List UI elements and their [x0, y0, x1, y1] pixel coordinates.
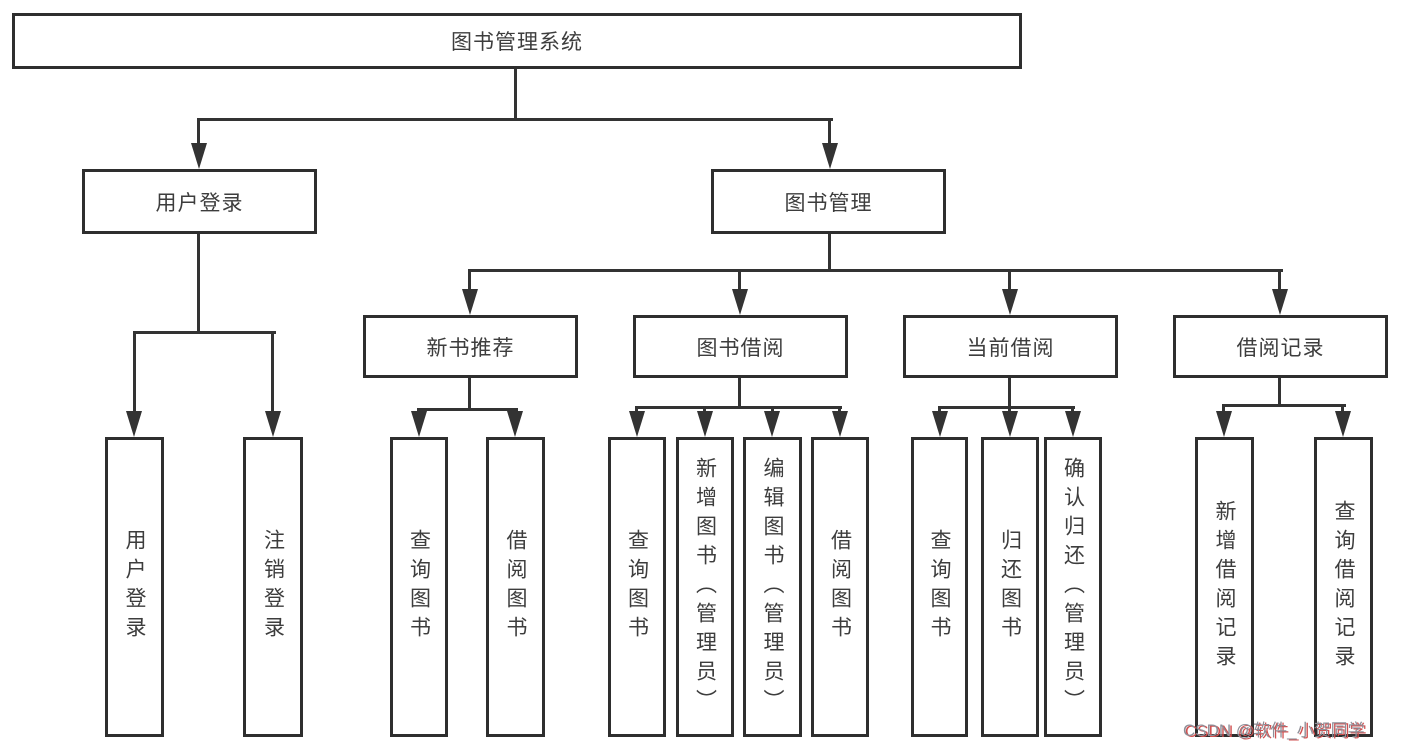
connector-stem-bb-query: [635, 406, 638, 414]
leaf-user-login-label: 用户登录: [123, 529, 146, 645]
connector-borrow-records-drop: [1278, 378, 1281, 407]
leaf-borrow-add-books-admin: 新增图书（管理员）: [676, 437, 734, 737]
node-borrow-records-label: 借阅记录: [1236, 336, 1325, 360]
connector-stem-user-login: [197, 118, 200, 146]
leaf-borrow-edit-books-admin: 编辑图书（管理员）: [743, 437, 802, 737]
leaf-borrow-query-books-label: 查询图书: [625, 529, 649, 645]
leaf-newbook-borrow-books-label: 借阅图书: [504, 529, 527, 645]
connector-stem-cb-query: [938, 406, 941, 414]
leaf-current-query-books-label: 查询图书: [928, 529, 951, 645]
arrow-to-bb-query: [629, 411, 645, 437]
arrow-to-cb-return: [1002, 411, 1018, 437]
arrow-to-leaf-logout: [265, 411, 281, 437]
leaf-records-add-record-label: 新增借阅记录: [1213, 500, 1236, 674]
connector-book-mgmt-drop: [828, 234, 831, 272]
connector-stem-current-borrow: [1008, 269, 1011, 293]
arrow-to-nb-borrow: [507, 411, 523, 437]
connector-current-borrow-drop: [1008, 378, 1011, 408]
connector-new-book-rec-branch: [418, 408, 518, 411]
connector-root-branch: [198, 118, 833, 121]
connector-current-borrow-branch: [939, 406, 1075, 409]
connector-borrow-records-branch: [1223, 404, 1346, 407]
node-book-management: 图书管理: [711, 169, 946, 234]
leaf-newbook-query-books-label: 查询图书: [407, 529, 431, 645]
leaf-current-confirm-return-admin: 确认归还（管理员）: [1044, 437, 1102, 737]
node-book-borrow: 图书借阅: [633, 315, 848, 378]
arrow-to-cb-query: [932, 411, 948, 437]
node-book-borrow-label: 图书借阅: [696, 336, 785, 360]
arrow-to-new-book-rec: [462, 289, 478, 315]
arrow-to-current-borrow: [1002, 289, 1018, 315]
connector-user-login-drop: [197, 234, 200, 334]
arrow-to-book-borrow: [732, 289, 748, 315]
connector-new-book-rec-drop: [468, 378, 471, 410]
connector-stem-br-add: [1222, 404, 1225, 414]
leaf-records-add-record: 新增借阅记录: [1195, 437, 1254, 737]
arrow-to-cb-confirm: [1065, 411, 1081, 437]
leaf-borrow-edit-books-admin-label: 编辑图书（管理员）: [761, 456, 784, 718]
connector-user-login-branch: [133, 331, 276, 334]
arrow-to-nb-query: [411, 411, 427, 437]
leaf-newbook-borrow-books: 借阅图书: [486, 437, 545, 737]
leaf-current-confirm-return-admin-label: 确认归还（管理员）: [1061, 456, 1085, 718]
leaf-borrow-borrow-books-label: 借阅图书: [828, 529, 852, 645]
connector-book-borrow-drop: [738, 378, 741, 408]
arrow-to-bb-edit: [764, 411, 780, 437]
leaf-logout: 注销登录: [243, 437, 303, 737]
connector-stem-book-mgmt: [828, 118, 831, 146]
leaf-borrow-add-books-admin-label: 新增图书（管理员）: [693, 456, 717, 718]
connector-root-drop: [514, 69, 517, 120]
connector-stem-new-book-rec: [468, 269, 471, 293]
connector-book-borrow-branch: [636, 406, 842, 409]
node-book-management-label: 图书管理: [784, 191, 873, 215]
connector-stem-leaf-user-login: [133, 331, 136, 415]
connector-stem-book-borrow: [738, 269, 741, 293]
leaf-current-query-books: 查询图书: [911, 437, 968, 737]
arrow-to-bb-borrow: [832, 411, 848, 437]
connector-stem-cb-confirm: [1071, 406, 1074, 414]
leaf-borrow-borrow-books: 借阅图书: [811, 437, 869, 737]
arrow-to-leaf-user-login: [126, 411, 142, 437]
node-root-label: 图书管理系统: [451, 31, 583, 54]
node-new-book-recommend: 新书推荐: [363, 315, 578, 378]
arrow-to-book-mgmt: [822, 143, 838, 169]
node-user-login: 用户登录: [82, 169, 317, 234]
node-borrow-records: 借阅记录: [1173, 315, 1388, 378]
connector-stem-borrow-records: [1278, 269, 1281, 293]
arrow-to-user-login: [191, 143, 207, 169]
leaf-current-return-books: 归还图书: [981, 437, 1039, 737]
connector-stem-leaf-logout: [271, 331, 274, 415]
leaf-borrow-query-books: 查询图书: [608, 437, 666, 737]
arrow-to-bb-add: [697, 411, 713, 437]
leaf-newbook-query-books: 查询图书: [390, 437, 448, 737]
connector-stem-bb-edit: [771, 406, 774, 414]
leaf-records-query-record: 查询借阅记录: [1314, 437, 1373, 737]
arrow-to-br-query: [1335, 411, 1351, 437]
leaf-current-return-books-label: 归还图书: [998, 529, 1022, 645]
arrow-to-br-add: [1216, 411, 1232, 437]
node-root: 图书管理系统: [12, 13, 1022, 69]
watermark: CSDN @软件_小贺同学: [1183, 721, 1365, 740]
node-current-borrow-label: 当前借阅: [966, 336, 1055, 360]
node-user-login-label: 用户登录: [155, 191, 244, 215]
arrow-to-borrow-records: [1272, 289, 1288, 315]
connector-stem-cb-return: [1008, 406, 1011, 414]
node-current-borrow: 当前借阅: [903, 315, 1118, 378]
node-new-book-recommend-label: 新书推荐: [426, 336, 515, 360]
leaf-user-login: 用户登录: [105, 437, 164, 737]
connector-book-mgmt-branch: [469, 269, 1283, 272]
leaf-records-query-record-label: 查询借阅记录: [1332, 500, 1355, 674]
connector-stem-bb-add: [703, 406, 706, 414]
connector-stem-br-query: [1341, 404, 1344, 414]
connector-stem-bb-borrow: [838, 406, 841, 414]
leaf-logout-label: 注销登录: [261, 529, 285, 645]
